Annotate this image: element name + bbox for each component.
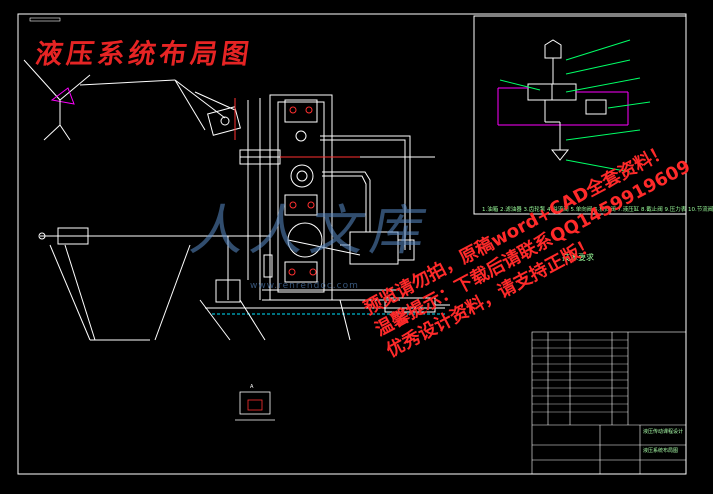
sheet-tag: [29, 17, 61, 22]
parts-list-table: [531, 331, 687, 475]
hydraulic-schematic: [473, 15, 687, 215]
base-frame: [38, 227, 351, 341]
detail-label: A: [250, 384, 254, 390]
drawing-svg[interactable]: [0, 0, 700, 490]
schematic-legend: 1.油箱 2.滤油器 3.齿轮泵 4.溢流阀 5.单向阀 6.换向阀 7.液压缸…: [482, 207, 713, 213]
hydraulic-piping: [205, 135, 450, 315]
title-block-drawing-name: 液压系统布局图: [643, 448, 679, 454]
lever-mechanism: [23, 59, 241, 141]
tech-requirements-title: 技术要求: [562, 253, 594, 262]
title-block-company: 液压传动课程设计: [643, 429, 684, 435]
site-watermark-text: 人人文库: [185, 199, 437, 262]
drawing-title: 液压系统布局图: [33, 39, 255, 70]
site-watermark-url: www.renrendoc.com: [250, 281, 359, 291]
sheet-border: [17, 13, 687, 475]
detail-view: [235, 391, 275, 421]
parts-list-rows: [532, 339, 628, 413]
